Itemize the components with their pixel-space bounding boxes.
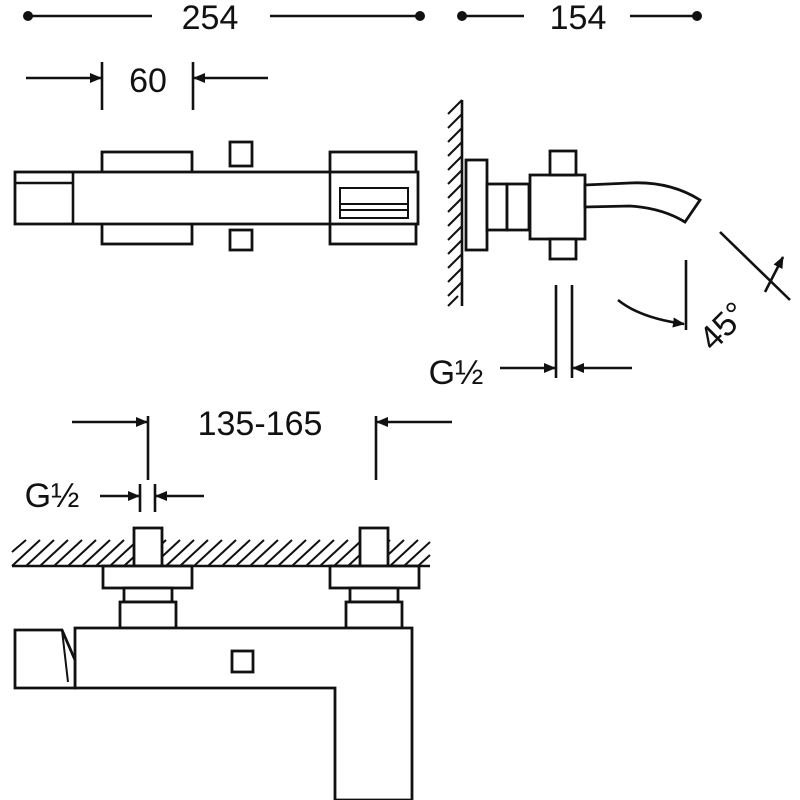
dimension-154-label: 154 bbox=[550, 0, 607, 37]
angle-label: 45° bbox=[692, 295, 755, 358]
front-view bbox=[13, 140, 420, 252]
side-view bbox=[447, 99, 702, 307]
dimension-154: 154 bbox=[457, 0, 702, 37]
dimension-135-165: 135-165 bbox=[72, 405, 452, 480]
dimension-bottom-thread: G½ bbox=[25, 477, 204, 515]
side-thread-label: G½ bbox=[429, 354, 484, 392]
dimension-60-label: 60 bbox=[129, 62, 167, 100]
dimension-60: 60 bbox=[26, 62, 268, 110]
centres-label: 135-165 bbox=[198, 405, 323, 443]
dimension-254: 254 bbox=[23, 0, 425, 37]
dimension-side-thread: G½ bbox=[429, 285, 632, 392]
wall-hatch-vertical bbox=[447, 99, 463, 307]
bottom-thread-label: G½ bbox=[25, 477, 80, 515]
dimension-254-label: 254 bbox=[182, 0, 239, 37]
angle-annotation: 45° bbox=[617, 231, 791, 358]
top-view bbox=[11, 526, 431, 800]
